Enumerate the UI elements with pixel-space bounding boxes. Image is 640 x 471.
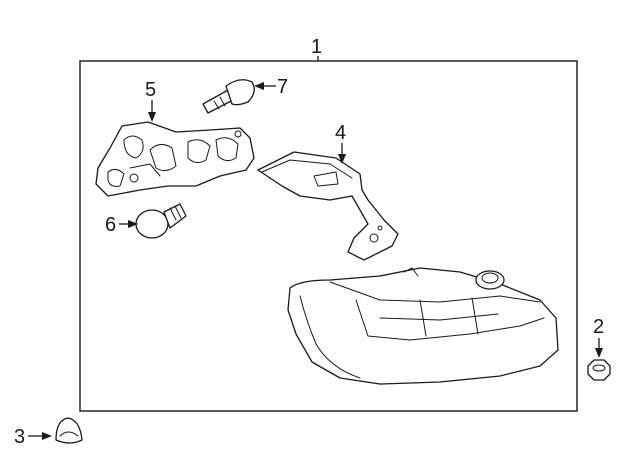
- callout-6-arrowhead: [128, 220, 138, 228]
- callout-7-number: 7: [277, 76, 288, 98]
- callout-5-arrowhead: [148, 112, 156, 122]
- callout-2: 2: [593, 316, 604, 358]
- callout-4-number: 4: [335, 122, 346, 144]
- part-6-round-bulb: [135, 203, 187, 239]
- callout-5: 5: [145, 79, 156, 122]
- callout-5-number: 5: [145, 79, 156, 101]
- part-3-grommet: [55, 417, 83, 444]
- assembly-frame: [79, 60, 578, 412]
- callout-1: 1: [311, 36, 322, 61]
- callout-3: 3: [14, 426, 52, 448]
- callout-4-arrowhead: [338, 154, 346, 164]
- callout-7: 7: [254, 76, 288, 98]
- callout-1-number: 1: [311, 36, 322, 58]
- part-7-wedge-bulb: [202, 79, 255, 114]
- part-2-nut: [587, 359, 611, 381]
- callout-3-number: 3: [14, 426, 25, 448]
- callout-2-number: 2: [593, 316, 604, 338]
- tail-lamp-housing: [287, 267, 559, 385]
- callout-6: 6: [105, 214, 138, 236]
- part-4-bracket: [257, 151, 399, 261]
- callout-4: 4: [335, 122, 346, 164]
- callout-2-arrowhead: [595, 348, 603, 358]
- callout-7-arrowhead: [254, 82, 264, 90]
- callout-6-number: 6: [105, 214, 116, 236]
- callout-3-arrowhead: [42, 432, 52, 440]
- part-5-socket-plate: [95, 121, 255, 197]
